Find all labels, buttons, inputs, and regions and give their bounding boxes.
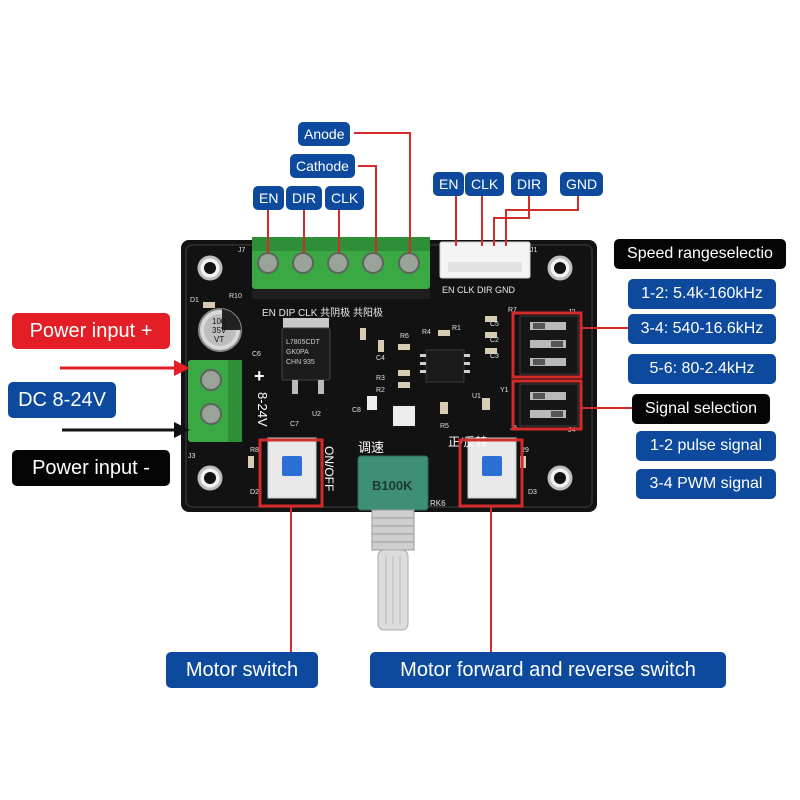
svg-text:C8: C8 [352,407,361,414]
onoff-button [267,437,317,499]
svg-text:J7: J7 [238,247,246,254]
power-plus-label: Power input + [12,313,170,349]
fwd-rev-button [467,437,517,499]
svg-text:C3: C3 [490,353,499,360]
capacitor-text: 100 35V VT [212,317,227,344]
svg-text:J3: J3 [188,453,196,460]
speed-range-label: Speed rangeselectio [614,239,786,269]
speed-jumper-header [519,315,579,375]
range-3-4-label: 3-4: 540-16.6kHz [628,314,776,344]
svg-text:L7805CDT: L7805CDT [286,339,321,346]
ic-chip [425,349,465,383]
dir-left-label: DIR [286,186,323,210]
potentiometer [357,455,429,631]
svg-text:R5: R5 [440,423,449,430]
plus-mark: + [254,366,265,386]
svg-text:D2: D2 [250,489,259,496]
svg-text:Y1: Y1 [500,387,509,394]
signal-jumper-header [519,383,579,427]
voltage-regulator [281,318,331,394]
svg-text:U2: U2 [312,411,321,418]
dir-right-label: DIR [511,172,548,196]
range-5-6-label: 5-6: 80-2.4kHz [628,354,776,384]
svg-text:100: 100 [212,317,226,326]
svg-text:U1: U1 [472,393,481,400]
clk-right-label: CLK [465,172,505,196]
white-header-4pin [439,241,531,279]
en-right-label: EN [433,172,465,196]
svg-text:D1: D1 [190,297,199,304]
svg-text:R3: R3 [376,375,385,382]
electrolytic-capacitor [198,308,242,352]
pot-text: B100K [372,478,413,493]
anode-label: Anode [298,122,351,146]
header-silk-labels: EN CLK DIR GND [442,285,516,295]
range-1-2-label: 1-2: 5.4k-160kHz [628,279,776,309]
screw-terminal-5pin [252,237,430,299]
svg-text:C5: C5 [490,321,499,328]
mounting-holes [197,255,573,491]
clk-left-label: CLK [325,186,365,210]
svg-text:CHN 935: CHN 935 [286,359,315,366]
pot-ref: RK6 [430,499,446,508]
pwm-signal-label: 3-4 PWM signal [636,469,776,499]
svg-text:R2: R2 [376,387,385,394]
voltage-mark: 8-24V [255,392,270,427]
svg-text:R10: R10 [229,293,242,300]
gnd-right-label: GND [560,172,604,196]
leader-lines [267,132,632,654]
svg-text:C2: C2 [490,337,499,344]
motor-fwd-rev-label: Motor forward and reverse switch [370,652,726,688]
terminal-silk-labels: EN DIP CLK 共阴极 共阳极 [262,306,383,319]
svg-text:J1: J1 [530,247,538,254]
dc-range-label: DC 8-24V [8,382,116,418]
speed-silk: 调速 [358,440,384,455]
svg-text:C6: C6 [252,351,261,358]
svg-text:R6: R6 [400,333,409,340]
svg-text:35V: 35V [212,326,227,335]
onoff-silk: ON/OFF [322,446,336,491]
svg-text:VT: VT [214,335,224,344]
motor-switch-label: Motor switch [166,652,318,688]
svg-text:GK0PA: GK0PA [286,349,309,356]
en-left-label: EN [253,186,285,210]
power-terminal [188,360,242,442]
svg-text:R9: R9 [520,447,529,454]
cathode-label: Cathode [290,154,355,178]
svg-text:R8: R8 [250,447,259,454]
svg-text:D3: D3 [528,489,537,496]
pulse-signal-label: 1-2 pulse signal [636,431,776,461]
svg-text:C7: C7 [290,421,299,428]
signal-selection-label: Signal selection [632,394,770,424]
svg-text:R4: R4 [422,329,431,336]
power-minus-label: Power input - [12,450,170,486]
svg-text:R7: R7 [508,307,517,314]
regulator-text: L7805CDT GK0PA CHN 935 [286,339,321,366]
svg-text:R1: R1 [452,325,461,332]
svg-text:C4: C4 [376,355,385,362]
